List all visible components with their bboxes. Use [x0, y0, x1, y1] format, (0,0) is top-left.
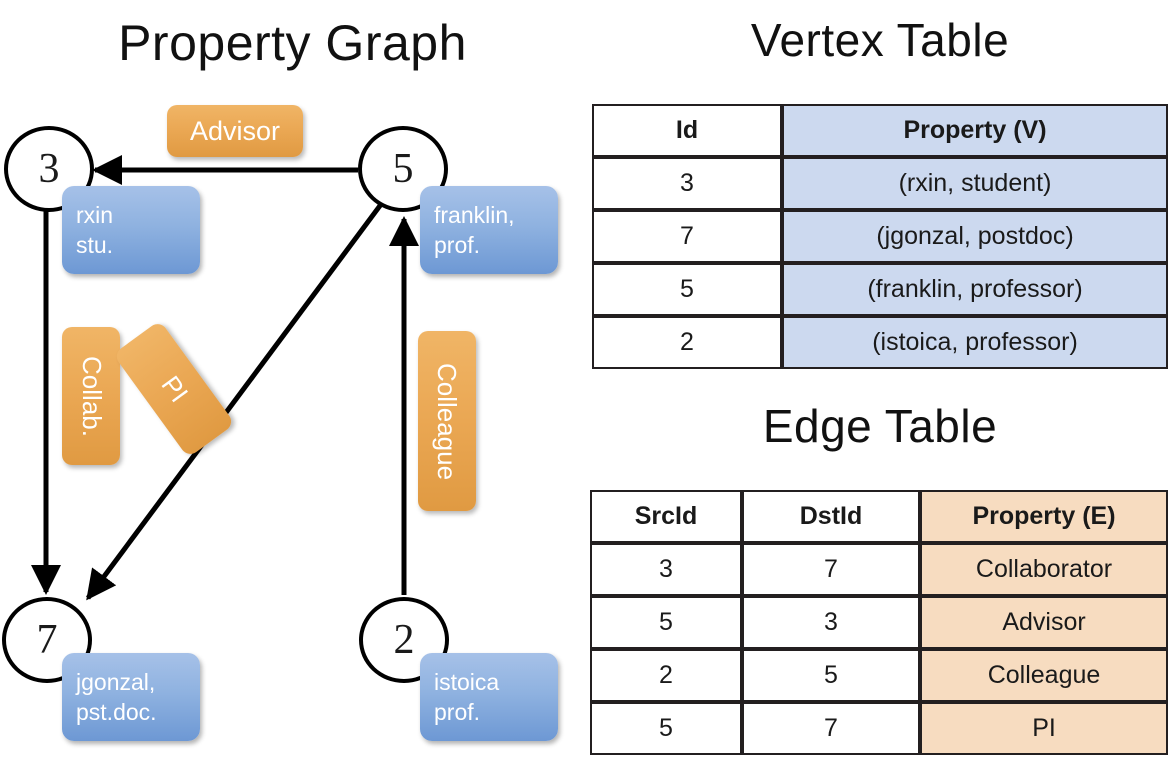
edge-row-2-srcid: 2 [590, 649, 742, 702]
vertex-property-box-5: franklin, prof. [420, 186, 558, 274]
edge-row-1-property: Advisor [920, 596, 1168, 649]
vertex-row-1-property: (jgonzal, postdoc) [782, 210, 1168, 263]
graph-node-5[interactable]: 5 [358, 126, 448, 212]
edge-row-3-property: PI [920, 702, 1168, 755]
edge-table-header-property: Property (E) [920, 490, 1168, 543]
table-row: 2 (istoica, professor) [592, 316, 1168, 369]
edge-label-colleague: Colleague [418, 331, 476, 511]
edge-row-2-property: Colleague [920, 649, 1168, 702]
table-row: 3 (rxin, student) [592, 157, 1168, 210]
graph-node-2-label: 2 [393, 617, 415, 663]
vertex-table-header-property: Property (V) [782, 104, 1168, 157]
vertex-row-3-property: (istoica, professor) [782, 316, 1168, 369]
page-title-edge-table: Edge Table [762, 400, 998, 452]
vertex-table-header-id: Id [592, 104, 782, 157]
edge-5-to-7-pi [85, 201, 385, 601]
page-title-property-graph: Property Graph [118, 15, 467, 71]
edge-row-1-dstid: 3 [742, 596, 920, 649]
vertex-row-0-property: (rxin, student) [782, 157, 1168, 210]
vertex-property-5-line1: franklin, [434, 202, 515, 228]
vertex-table-header-row: Id Property (V) [592, 104, 1168, 157]
table-row: 5 3 Advisor [590, 596, 1168, 649]
edge-label-collab: Collab. [62, 327, 120, 465]
edge-row-3-srcid: 5 [590, 702, 742, 755]
graph-edges-layer [31, 155, 419, 601]
vertex-property-box-7: jgonzal, pst.doc. [62, 653, 200, 741]
vertex-row-3-id: 2 [592, 316, 782, 369]
vertex-property-3-line2: stu. [76, 232, 114, 258]
edge-label-colleague-text: Colleague [432, 362, 463, 480]
edge-table-header-srcid: SrcId [590, 490, 742, 543]
edge-row-2-dstid: 5 [742, 649, 920, 702]
vertex-property-2-line1: istoica [434, 669, 500, 695]
graph-node-3-label: 3 [38, 146, 60, 192]
vertex-row-1-id: 7 [592, 210, 782, 263]
vertex-row-2-id: 5 [592, 263, 782, 316]
vertex-row-0-id: 3 [592, 157, 782, 210]
property-graph-panel: Property Graph 3 5 7 2 rxin stu. frankli… [2, 15, 558, 741]
edge-row-0-srcid: 3 [590, 543, 742, 596]
vertex-property-7-line1: jgonzal, [76, 669, 156, 695]
table-row: 3 7 Collaborator [590, 543, 1168, 596]
table-row: 5 7 PI [590, 702, 1168, 755]
edge-table: SrcId DstId Property (E) 3 7 Collaborato… [590, 490, 1168, 755]
edge-label-advisor-text: Advisor [189, 115, 281, 146]
graph-node-5-label: 5 [392, 146, 414, 192]
edge-table-header-row: SrcId DstId Property (E) [590, 490, 1168, 543]
edge-label-collab-text: Collab. [76, 355, 107, 437]
vertex-property-2-line2: prof. [434, 699, 481, 725]
edge-label-pi-text: PI [155, 369, 194, 408]
edge-row-0-dstid: 7 [742, 543, 920, 596]
vertex-property-box-3: rxin stu. [62, 186, 200, 274]
table-row: 2 5 Colleague [590, 649, 1168, 702]
edge-row-0-property: Collaborator [920, 543, 1168, 596]
vertex-property-3-line1: rxin [76, 202, 114, 228]
page-title-vertex-table: Vertex Table [750, 14, 1010, 66]
table-row: 7 (jgonzal, postdoc) [592, 210, 1168, 263]
graph-node-7-label: 7 [36, 617, 58, 663]
edge-label-advisor: Advisor [167, 105, 303, 157]
edge-row-3-dstid: 7 [742, 702, 920, 755]
vertex-property-box-2: istoica prof. [420, 653, 558, 741]
edge-table-header-dstid: DstId [742, 490, 920, 543]
vertex-property-5-line2: prof. [434, 232, 481, 258]
graph-node-2[interactable]: 2 [359, 597, 449, 683]
table-row: 5 (franklin, professor) [592, 263, 1168, 316]
vertex-property-7-line2: pst.doc. [76, 699, 157, 725]
vertex-table: Id Property (V) 3 (rxin, student) 7 (jgo… [592, 104, 1168, 369]
vertex-row-2-property: (franklin, professor) [782, 263, 1168, 316]
edge-row-1-srcid: 5 [590, 596, 742, 649]
